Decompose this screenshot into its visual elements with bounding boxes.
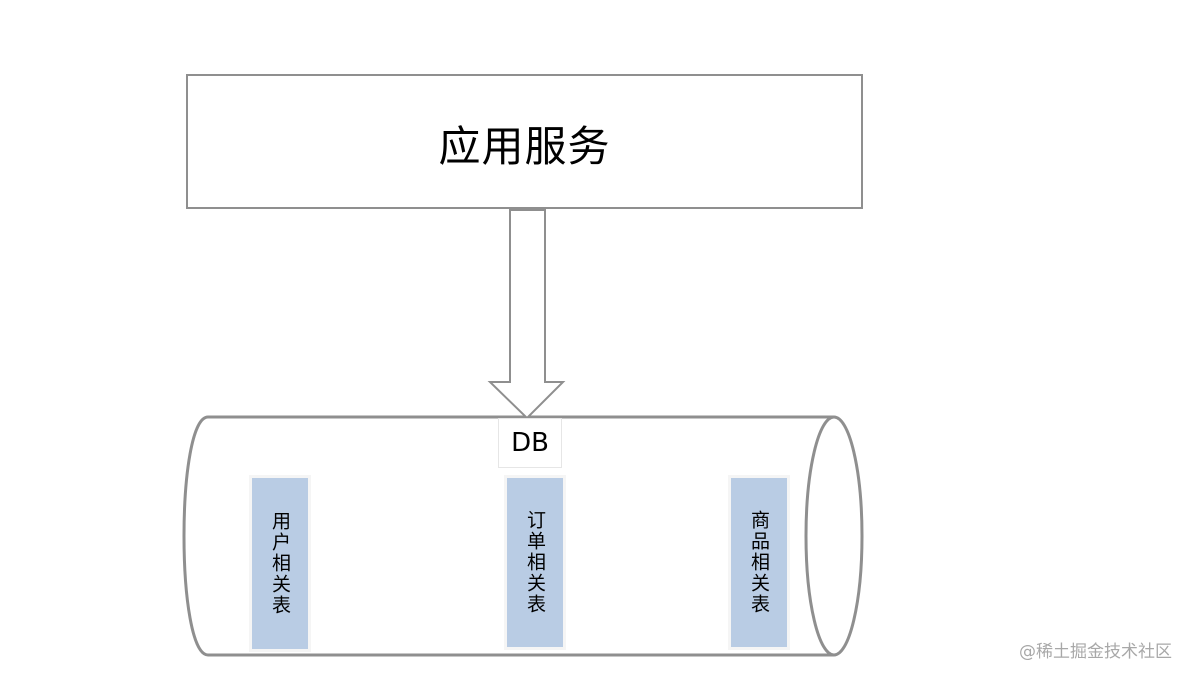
user-tables-label: 用户相关表 <box>269 511 291 616</box>
application-service-title: 应用服务 <box>438 122 611 171</box>
db-label-box: DB <box>498 418 562 468</box>
application-service-box: 应用服务 <box>186 74 863 209</box>
db-cylinder-end <box>804 415 864 657</box>
db-label: DB <box>511 428 549 458</box>
db-cylinder-body <box>182 415 834 657</box>
product-tables-label: 商品相关表 <box>748 510 770 615</box>
user-tables-box: 用户相关表 <box>249 475 311 652</box>
down-arrow <box>487 209 566 420</box>
product-tables-box: 商品相关表 <box>728 475 790 650</box>
order-tables-box: 订单相关表 <box>504 475 566 650</box>
order-tables-label: 订单相关表 <box>524 510 546 615</box>
watermark-text: @稀土掘金技术社区 <box>1019 642 1172 662</box>
